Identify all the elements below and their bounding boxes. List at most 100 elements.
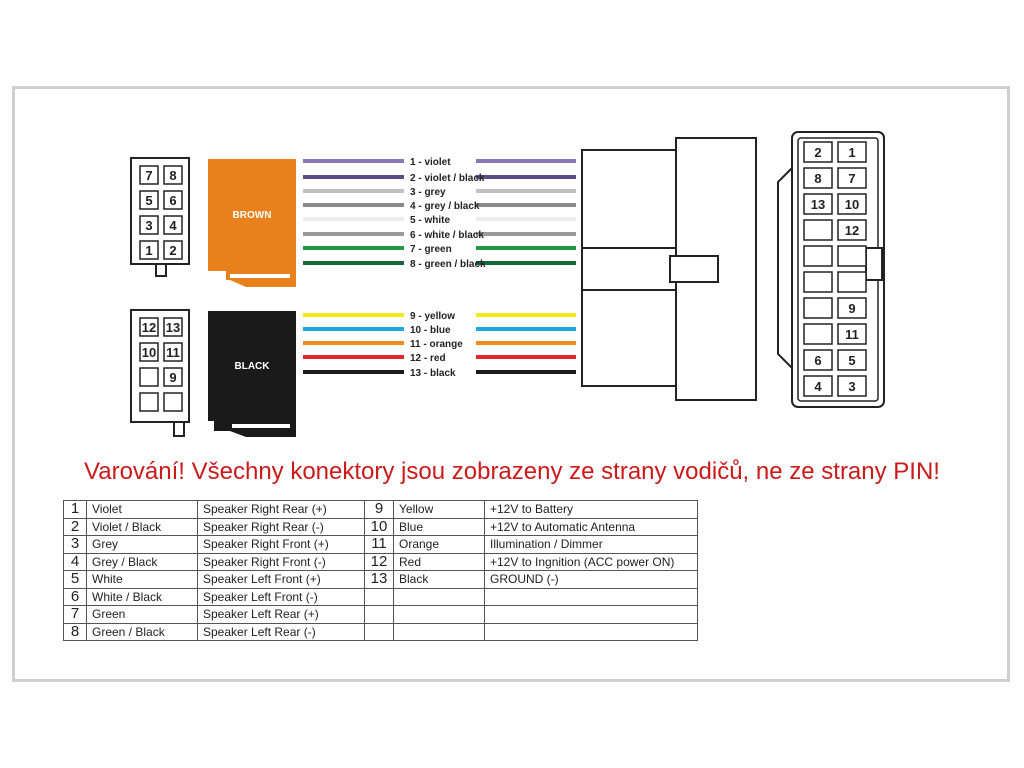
wire-color-cell: Green / Black — [86, 622, 198, 641]
wire-bundle: 1 - violet 2 - violet / black 3 - grey 4 - … — [303, 157, 576, 379]
iso-pin-number: 11 — [845, 327, 859, 342]
iso-pin-number: 7 — [848, 171, 855, 186]
function-cell: Speaker Right Front (+) — [197, 535, 365, 554]
pin-cell — [139, 317, 159, 337]
iso-pin-number: 1 — [848, 145, 855, 160]
pin-number-cell: 5 — [63, 570, 87, 589]
iso-pin-number: 2 — [814, 145, 821, 160]
pin-number: 2 — [169, 243, 176, 258]
function-cell: Speaker Right Rear (+) — [197, 500, 365, 519]
function-cell: Speaker Left Rear (-) — [197, 622, 365, 641]
pin-cell — [139, 367, 159, 387]
iso-pin-cell — [837, 193, 867, 215]
wire-label: 12 - red — [410, 353, 446, 364]
wire-label: 3 - grey — [410, 187, 446, 198]
pin-number-cell: 9 — [364, 500, 394, 519]
iso-pin-cell — [803, 141, 833, 163]
function-cell: GROUND (-) — [484, 570, 698, 589]
pin-number: 10 — [142, 345, 156, 360]
black-connector: BLACK — [208, 311, 296, 437]
pin-number-cell: 7 — [63, 605, 87, 624]
wire-label: 11 - orange — [410, 339, 463, 350]
function-cell: +12V to Ingnition (ACC power ON) — [484, 552, 698, 571]
iso-pin-cell — [837, 375, 867, 397]
iso-pin-cell — [803, 167, 833, 189]
pin-cell — [163, 342, 183, 362]
iso-pin-cell — [803, 245, 833, 267]
iso-pin-number: 10 — [845, 197, 859, 212]
pin-number: 3 — [145, 218, 152, 233]
wire-color-cell: Orange — [393, 535, 485, 554]
pin-cell — [163, 190, 183, 210]
wire-label: 6 - white / black — [410, 230, 484, 241]
function-cell: Speaker Right Rear (-) — [197, 517, 365, 536]
function-cell — [484, 622, 698, 641]
brown-connector-label: BROWN — [233, 210, 272, 221]
pin-number-cell: 4 — [63, 552, 87, 571]
wire-label: 7 - green — [410, 244, 452, 255]
iso-pin-cell — [837, 167, 867, 189]
pin-number-cell: 6 — [63, 587, 87, 606]
function-cell: Speaker Left Front (-) — [197, 587, 365, 606]
pin-number: 4 — [169, 218, 177, 233]
wire-label: 13 - black — [410, 368, 456, 379]
pin-number: 7 — [145, 168, 152, 183]
wire-label: 9 - yellow — [410, 311, 455, 322]
wire-color-cell: Grey — [86, 535, 198, 554]
iso-pin-cell — [803, 375, 833, 397]
iso-pin-cell — [803, 349, 833, 371]
pin-number-cell — [364, 605, 394, 624]
pin-number: 12 — [142, 320, 156, 335]
pin-cell — [163, 317, 183, 337]
function-cell: Speaker Left Front (+) — [197, 570, 365, 589]
iso-pin-number: 13 — [811, 197, 825, 212]
pin-number-cell — [364, 587, 394, 606]
pin-number: 8 — [169, 168, 176, 183]
pin-cell — [163, 165, 183, 185]
iso-pin-cell — [837, 271, 867, 293]
wire-label: 4 - grey / black — [410, 201, 480, 212]
iso-pin-number: 5 — [848, 353, 855, 368]
wire-color-cell: Grey / Black — [86, 552, 198, 571]
wire-label: 1 - violet — [410, 157, 451, 168]
pin-number-cell: 3 — [63, 535, 87, 554]
pin-number-cell — [364, 622, 394, 641]
function-cell — [484, 587, 698, 606]
pin-number-cell: 12 — [364, 552, 394, 571]
pin-number-cell: 2 — [63, 517, 87, 536]
function-cell: +12V to Battery — [484, 500, 698, 519]
iso-pin-cell — [803, 323, 833, 345]
wire-color-cell — [393, 587, 485, 606]
pin-number: 1 — [145, 243, 152, 258]
iso-pin-number: 9 — [848, 301, 855, 316]
pin-cell — [163, 215, 183, 235]
pin-number-cell: 10 — [364, 517, 394, 536]
iso-pin-number: 12 — [845, 223, 859, 238]
pin-cell — [139, 240, 159, 260]
wire-color-cell: Green — [86, 605, 198, 624]
pin-number-cell: 13 — [364, 570, 394, 589]
pin-cell — [139, 342, 159, 362]
pin-cell — [139, 165, 159, 185]
wire-label: 2 - violet / black — [410, 173, 485, 184]
function-cell — [484, 605, 698, 624]
function-cell: Speaker Left Rear (+) — [197, 605, 365, 624]
wire-label: 5 - white — [410, 215, 450, 226]
wire-color-cell: Yellow — [393, 500, 485, 519]
wire-color-cell — [393, 622, 485, 641]
black-connector-label: BLACK — [235, 361, 271, 372]
iso-pin-cell — [837, 323, 867, 345]
iso-pin-cell — [803, 193, 833, 215]
iso-pin-cell — [803, 271, 833, 293]
pin-number-cell: 11 — [364, 535, 394, 554]
pin-number: 11 — [166, 345, 180, 360]
